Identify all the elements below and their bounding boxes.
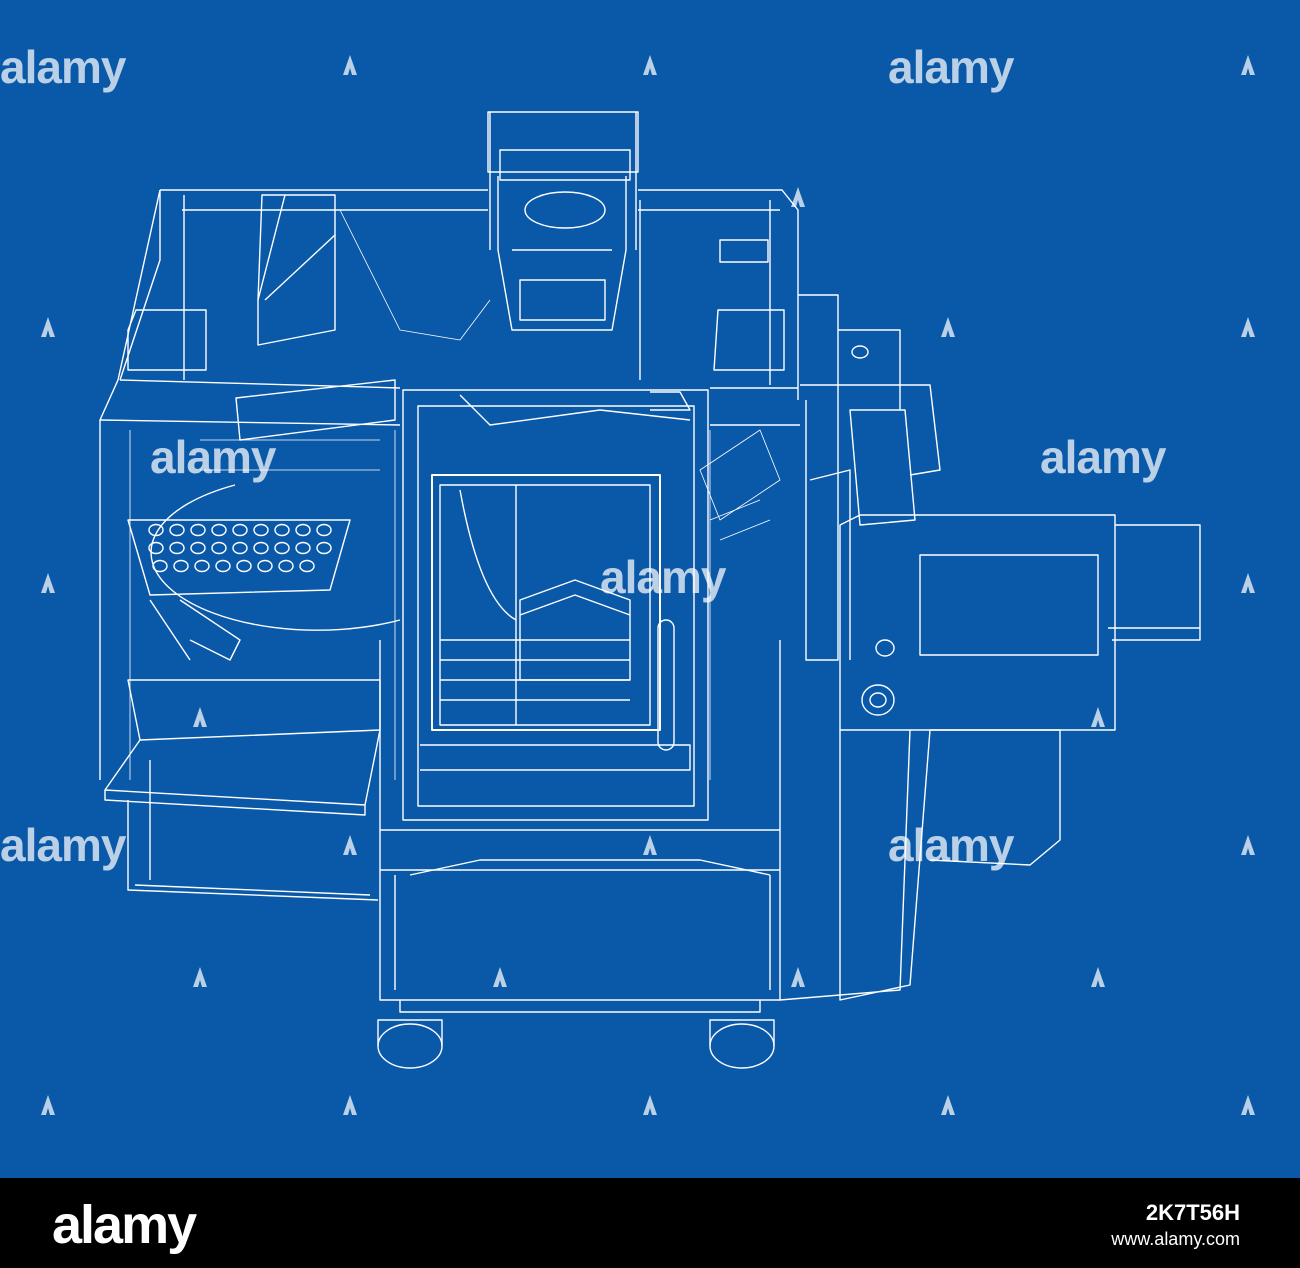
tray-hole — [190, 523, 206, 537]
footer-bar: alamy 2K7T56H www.alamy.com — [0, 1178, 1300, 1268]
tray-hole — [316, 541, 332, 555]
tray-hole — [148, 523, 164, 537]
tray-hole — [274, 541, 290, 555]
tray-hole — [148, 541, 164, 555]
lower-base — [377, 640, 781, 1069]
image-id: 2K7T56H — [1145, 1200, 1240, 1225]
tray-hole — [169, 541, 185, 555]
tray-hole — [253, 523, 269, 537]
tray-hole — [274, 523, 290, 537]
tray-hole — [232, 541, 248, 555]
alamy-logo: alamy — [52, 1195, 197, 1255]
tray-hole — [211, 541, 227, 555]
tray-hole — [173, 559, 189, 573]
tray-hole — [236, 559, 252, 573]
image-id-block: 2K7T56H www.alamy.com — [1111, 1200, 1240, 1252]
site-url: www.alamy.com — [1111, 1229, 1240, 1249]
blueprint-drawing: alamy alamy alamy alamy alamy alamy alam… — [0, 41, 1255, 1115]
tray-hole — [253, 541, 269, 555]
left-tray — [127, 484, 401, 661]
tray-hole — [169, 523, 185, 537]
tray-hole — [152, 559, 168, 573]
right-column — [779, 294, 1201, 1001]
tray-hole — [211, 523, 227, 537]
tray-hole — [257, 559, 273, 573]
central-door — [402, 389, 709, 821]
left-shelf — [104, 679, 381, 901]
tray-hole — [194, 559, 210, 573]
tray-hole — [299, 559, 315, 573]
machine-wireframe — [99, 111, 1201, 1069]
tray-holes — [148, 523, 332, 573]
tray-hole — [295, 541, 311, 555]
internal-details — [129, 209, 781, 780]
top-hopper — [487, 111, 639, 331]
tray-hole — [295, 523, 311, 537]
tray-hole — [215, 559, 231, 573]
tray-hole — [278, 559, 294, 573]
tray-hole — [316, 523, 332, 537]
tray-hole — [190, 541, 206, 555]
tray-hole — [232, 523, 248, 537]
top-blocks — [127, 194, 785, 441]
